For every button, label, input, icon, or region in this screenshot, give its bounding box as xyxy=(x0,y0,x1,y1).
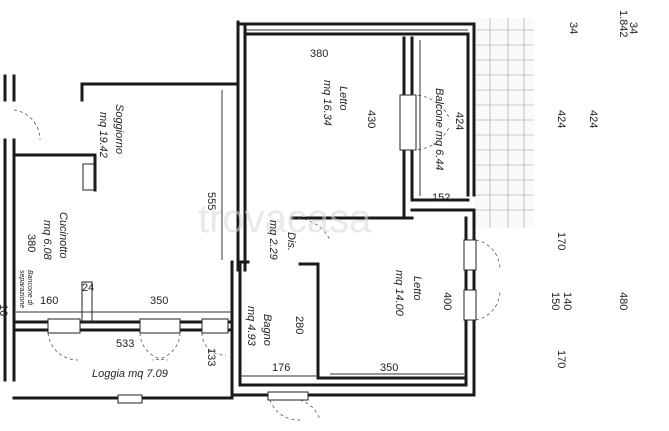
dim-400: 400 xyxy=(441,292,453,310)
dimension-labels: 380 430 424 152 555 380 24 160 350 533 1… xyxy=(0,48,465,374)
dim-133: 133 xyxy=(205,348,217,366)
bancone-line2: separazione xyxy=(18,270,25,308)
room-soggiorno-area: mq 19.42 xyxy=(97,112,109,158)
dim-170-b: 170 xyxy=(555,350,567,368)
dim-424-r1: 424 xyxy=(555,110,567,128)
dim-1842: 1.842 xyxy=(617,10,629,38)
door-swings xyxy=(13,94,501,421)
dim-150: 150 xyxy=(549,292,561,310)
room-loggia-name: Loggia mq 7.09 xyxy=(92,368,168,380)
dimension-lines xyxy=(14,29,468,377)
dim-424-r2: 424 xyxy=(587,110,599,128)
room-soggiorno-name: Soggiorno xyxy=(113,104,125,154)
bancone-line1: Bancone di xyxy=(26,270,33,305)
room-dis-area: mq 2.29 xyxy=(267,220,279,260)
dim-140: 140 xyxy=(561,292,573,310)
room-balcone-name: Balcone mq 6.44 xyxy=(433,88,445,171)
room-letto1-area: mq 16.34 xyxy=(321,80,333,126)
dim-380-top: 380 xyxy=(310,48,328,60)
dim-24: 24 xyxy=(82,282,94,294)
terrace-hatch xyxy=(474,18,534,228)
windows xyxy=(47,94,477,404)
dim-424-a: 424 xyxy=(453,112,465,130)
watermark: trovacasa xyxy=(198,197,372,241)
room-letto2-area: mq 14.00 xyxy=(393,270,405,317)
dim-160: 160 xyxy=(40,295,58,307)
dim-34-b: 34 xyxy=(627,22,639,34)
dim-533: 533 xyxy=(116,338,134,350)
room-dis-name: Dis. xyxy=(285,232,297,251)
dim-430: 430 xyxy=(365,110,377,128)
room-bagno-area: mq 4.93 xyxy=(245,306,257,347)
dim-350-a: 350 xyxy=(150,295,168,307)
room-letto1-name: Letto xyxy=(337,86,349,110)
dim-555: 555 xyxy=(205,192,217,210)
dim-152: 152 xyxy=(432,192,450,204)
dim-176: 176 xyxy=(272,362,290,374)
dim-16: 16 xyxy=(0,304,9,316)
dim-350-b: 350 xyxy=(380,362,398,374)
room-cucinotto-name: Cucinotto xyxy=(57,212,69,258)
room-labels: Soggiorno mq 19.42 Letto mq 16.34 Balcon… xyxy=(18,80,445,380)
room-letto2-name: Letto xyxy=(411,276,423,300)
room-bagno-name: Bagno xyxy=(261,314,273,346)
dim-280: 280 xyxy=(293,316,305,334)
right-dimension-column: 1.842 34 34 424 424 170 140 150 480 170 xyxy=(549,10,639,368)
dim-380-left: 380 xyxy=(25,234,37,252)
dim-480: 480 xyxy=(617,292,629,310)
dim-34-a: 34 xyxy=(567,22,579,34)
dim-170-a: 170 xyxy=(555,232,567,250)
room-cucinotto-area: mq 6.08 xyxy=(41,220,53,261)
